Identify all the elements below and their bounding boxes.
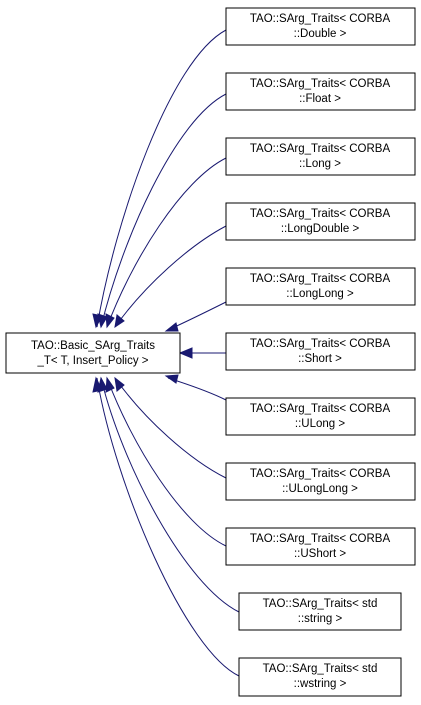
edge-ulonglong — [114, 377, 227, 479]
arrowhead-short — [178, 347, 193, 359]
derived-node-string[interactable]: TAO::SArg_Traits< std ::string > — [238, 592, 402, 631]
derived-label-line2: ::Float > — [299, 93, 341, 105]
derived-node-longlong[interactable]: TAO::SArg_Traits< CORBA ::LongLong > — [225, 267, 416, 306]
derived-label-line1: TAO::SArg_Traits< CORBA — [250, 78, 391, 90]
edge-wstring — [96, 377, 240, 677]
arrowhead-longlong — [164, 322, 179, 332]
derived-node-ushort[interactable]: TAO::SArg_Traits< CORBA ::UShort > — [225, 527, 416, 566]
edge-double — [96, 29, 227, 328]
derived-label-line1: TAO::SArg_Traits< CORBA — [250, 468, 391, 480]
derived-label-line2: ::LongLong > — [286, 288, 354, 300]
arrowhead-ushort — [105, 376, 115, 393]
base-class-label-line1: TAO::Basic_SArg_Traits — [31, 340, 155, 352]
arrowhead-long — [105, 313, 115, 329]
derived-node-wstring[interactable]: TAO::SArg_Traits< std ::wstring > — [238, 657, 402, 697]
derived-label-line2: ::ULongLong > — [282, 483, 358, 495]
inheritance-edges — [92, 29, 240, 677]
derived-label-line2: ::Double > — [294, 28, 347, 40]
derived-label-line2: ::Long > — [299, 158, 341, 170]
derived-node-long[interactable]: TAO::SArg_Traits< CORBA ::Long > — [225, 137, 416, 176]
edge-string — [100, 377, 240, 613]
derived-label-line1: TAO::SArg_Traits< std — [263, 663, 378, 675]
derived-label-line1: TAO::SArg_Traits< CORBA — [250, 13, 391, 25]
edge-float — [100, 93, 227, 328]
derived-label-line1: TAO::SArg_Traits< CORBA — [250, 273, 391, 285]
derived-node-double[interactable]: TAO::SArg_Traits< CORBA ::Double > — [225, 7, 416, 46]
arrowhead-ulonglong — [114, 376, 125, 392]
edge-ushort — [106, 377, 227, 547]
derived-label-line1: TAO::SArg_Traits< std — [263, 598, 378, 610]
derived-node-ulong[interactable]: TAO::SArg_Traits< CORBA ::ULong > — [225, 397, 416, 436]
derived-label-line1: TAO::SArg_Traits< CORBA — [250, 403, 391, 415]
edge-longdouble — [114, 225, 227, 328]
base-class-node[interactable]: TAO::Basic_SArg_Traits _T< T, Insert_Pol… — [5, 332, 181, 374]
derived-label-line2: ::UShort > — [294, 548, 346, 560]
arrowhead-float — [97, 313, 108, 329]
derived-node-short[interactable]: TAO::SArg_Traits< CORBA ::Short > — [225, 332, 416, 371]
arrowhead-longdouble — [114, 314, 125, 329]
derived-label-line1: TAO::SArg_Traits< CORBA — [250, 208, 391, 220]
derived-label-line2: ::LongDouble > — [281, 223, 360, 235]
derived-label-line1: TAO::SArg_Traits< CORBA — [250, 533, 391, 545]
derived-label-line1: TAO::SArg_Traits< CORBA — [250, 338, 391, 350]
derived-label-line2: ::wstring > — [294, 678, 347, 690]
arrowhead-ulong — [164, 374, 179, 384]
derived-label-line2: ::Short > — [298, 353, 342, 365]
derived-label-line2: ::string > — [298, 613, 343, 625]
derived-node-longdouble[interactable]: TAO::SArg_Traits< CORBA ::LongDouble > — [225, 202, 416, 241]
edge-long — [106, 157, 227, 328]
base-class-label-line2: _T< T, Insert_Policy > — [36, 355, 148, 367]
derived-label-line1: TAO::SArg_Traits< CORBA — [250, 143, 391, 155]
derived-node-float[interactable]: TAO::SArg_Traits< CORBA ::Float > — [225, 72, 416, 111]
derived-label-line2: ::ULong > — [295, 418, 345, 430]
arrowhead-wstring — [92, 376, 103, 393]
derived-node-ulonglong[interactable]: TAO::SArg_Traits< CORBA ::ULongLong > — [225, 462, 416, 501]
